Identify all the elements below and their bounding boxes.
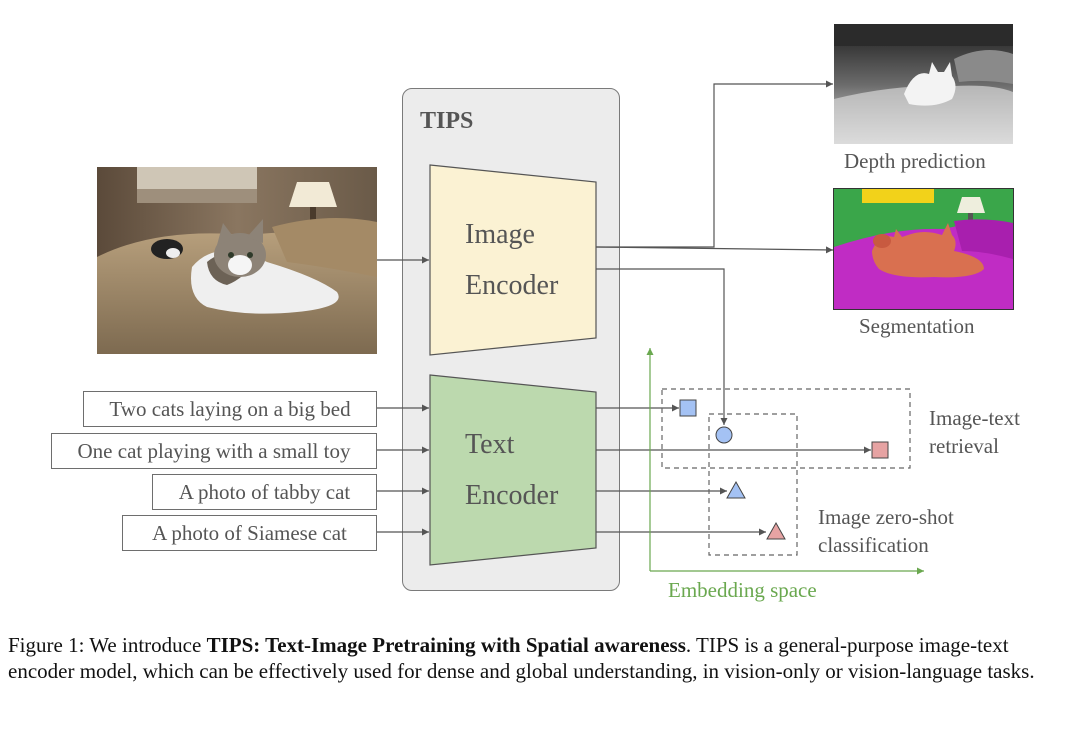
image-to-segmentation-arrow: [595, 246, 834, 254]
tips-title: TIPS: [420, 108, 474, 134]
zeroshot-label-line2: classification: [818, 533, 929, 557]
figure-caption: Figure 1: We introduce TIPS: Text-Image …: [8, 632, 1072, 684]
diagram-graphics: [377, 80, 924, 575]
image-encoder-label-line2: Encoder: [465, 270, 559, 301]
text-encoder-block: [429, 374, 597, 566]
segmentation-border: [833, 188, 1014, 310]
caption-rest: . TIPS is a general-purpose image-text e…: [8, 633, 1035, 683]
segmentation-output-image: [834, 189, 1013, 309]
caption-intro: We introduce: [89, 633, 202, 657]
red-triangle-marker: [766, 521, 786, 540]
input-cat-photo-art: [97, 167, 377, 354]
tips-figure: TIPS: [51, 24, 1020, 602]
blue-square-marker: [679, 399, 697, 417]
image-to-depth-arrow: [596, 80, 833, 248]
caption-box-2: One cat playing with a small toy: [51, 433, 377, 469]
text-encoder-label-line2: Encoder: [465, 480, 559, 511]
input-cat-photo: [97, 167, 377, 354]
depth-output-image: [834, 24, 1013, 144]
caption-box-1: Two cats laying on a big bed: [83, 391, 377, 427]
caption-box-4: A photo of Siamese cat: [122, 515, 377, 551]
segmentation-label: Segmentation: [859, 314, 975, 338]
text-encoder-label-line1: Text: [465, 429, 515, 460]
blue-triangle-marker: [726, 480, 746, 499]
zeroshot-group-box: [708, 413, 798, 556]
blue-circle-marker: [715, 426, 733, 444]
embedding-space-label: Embedding space: [668, 578, 817, 602]
caption-bold-title: TIPS: Text-Image Pretraining with Spatia…: [206, 633, 686, 657]
caption-box-3: A photo of tabby cat: [152, 474, 377, 510]
red-square-marker: [871, 441, 889, 459]
retrieval-label-line1: Image-text: [929, 406, 1020, 430]
zeroshot-label-line1: Image zero-shot: [818, 505, 954, 529]
depth-prediction-label: Depth prediction: [844, 149, 986, 173]
retrieval-label-line2: retrieval: [929, 434, 999, 458]
image-encoder-block: [429, 164, 597, 356]
figure-number: Figure 1:: [8, 633, 85, 657]
segmentation-map-art: [834, 189, 1013, 309]
image-encoder-label-line1: Image: [465, 219, 535, 250]
image-to-embedding-arrow: [596, 268, 728, 425]
depth-map-art: [834, 24, 1013, 144]
retrieval-group-box: [661, 388, 911, 469]
